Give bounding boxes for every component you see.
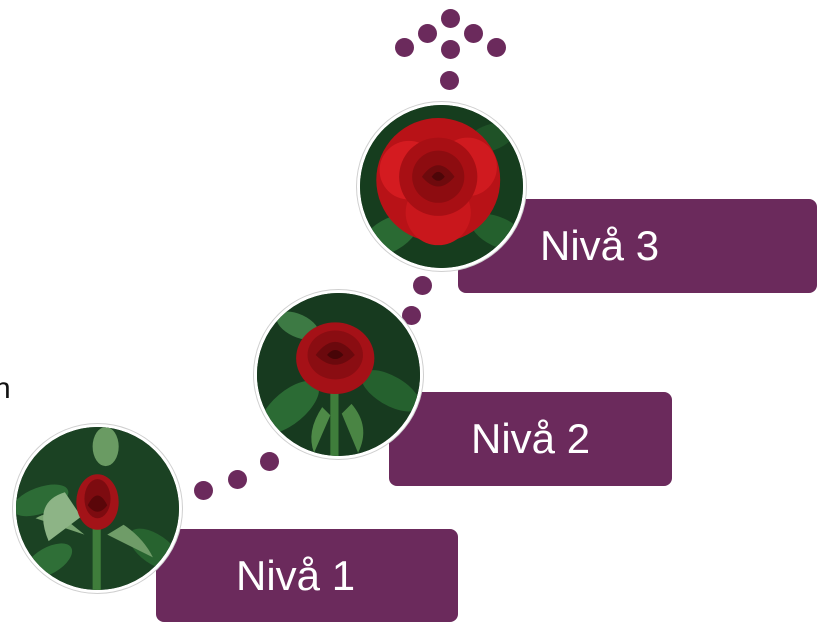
path-dot xyxy=(413,276,432,295)
arrow-dot xyxy=(441,40,460,59)
level-3-label: Nivå 3 xyxy=(540,222,660,269)
arrow-dot xyxy=(464,24,483,43)
level-1-label: Nivå 1 xyxy=(236,551,356,599)
level-1-label-box: Nivå 1 xyxy=(156,529,458,622)
rose-image-level-2 xyxy=(254,290,423,459)
rose-bud-icon xyxy=(16,427,179,590)
path-dot xyxy=(260,452,279,471)
path-dot xyxy=(402,306,421,325)
path-dot xyxy=(440,71,459,90)
rose-image-level-3 xyxy=(357,102,526,271)
arrow-dot xyxy=(418,24,437,43)
rose-bloom-icon xyxy=(360,105,523,268)
rose-half-open-icon xyxy=(257,293,420,456)
arrow-dot xyxy=(487,38,506,57)
path-dot xyxy=(228,470,247,489)
path-dot xyxy=(194,481,213,500)
level-2-label-box: Nivå 2 xyxy=(389,392,672,486)
cut-off-text: n xyxy=(0,372,11,405)
arrow-dot xyxy=(441,9,460,28)
level-2-label: Nivå 2 xyxy=(471,415,591,462)
rose-image-level-1 xyxy=(13,424,182,593)
arrow-dot xyxy=(395,38,414,57)
